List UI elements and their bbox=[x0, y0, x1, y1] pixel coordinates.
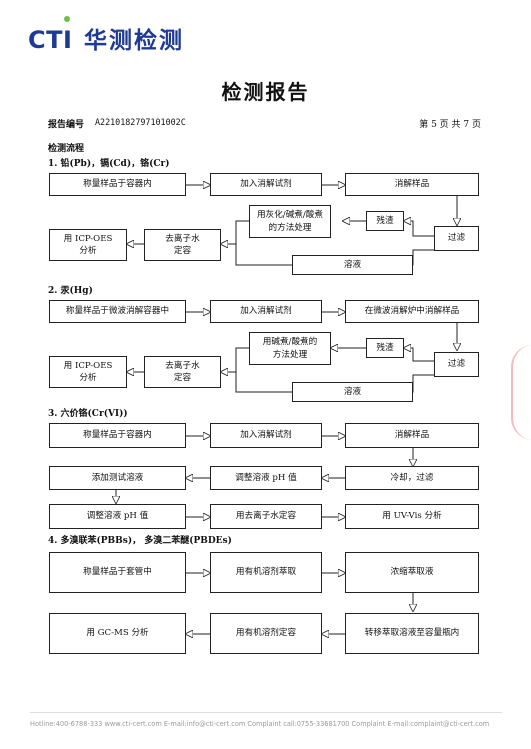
report-number: A2210182797101002C bbox=[95, 117, 186, 127]
process-heading: 检测流程 bbox=[48, 144, 85, 154]
s2-arrow-8 bbox=[235, 372, 292, 393]
s4-box-gc-ms-analysis: 用 GC-MS 分析 bbox=[49, 613, 186, 654]
s4-box-dilute-solvent: 用有机溶剂定容 bbox=[210, 613, 322, 654]
s2-box-residue: 残渣 bbox=[366, 338, 404, 358]
s4-box-transfer: 转移萃取溶液至容量瓶内 bbox=[345, 613, 479, 654]
s1-box-filter: 过滤 bbox=[434, 226, 479, 251]
seal-stamp-edge bbox=[511, 345, 531, 440]
s3-box-uv-vis-analysis: 用 UV-Vis 分析 bbox=[345, 504, 479, 529]
s2-box-filter: 过滤 bbox=[434, 352, 479, 377]
report-number-label: 报告编号 bbox=[48, 120, 85, 130]
s1-arrow-6 bbox=[221, 220, 249, 244]
s1-arrow-8 bbox=[235, 244, 292, 266]
logo-chinese-name: 华测检测 bbox=[84, 28, 184, 54]
s3-box-adjust-ph-1: 调整溶液 pH 值 bbox=[210, 466, 322, 490]
s3-box-add-reagent: 加入消解试剂 bbox=[210, 423, 322, 448]
s4-box-concentrate: 浓缩萃取液 bbox=[345, 552, 479, 593]
s2-box-solution: 溶液 bbox=[292, 382, 413, 402]
section-1-heading: 1. 铅(Pb)，镉(Cd)，铬(Cr) bbox=[48, 159, 170, 169]
s2-arrow-4 bbox=[404, 348, 434, 362]
s3-box-digest: 消解样品 bbox=[345, 423, 479, 448]
s2-box-weigh: 称量样品于微波消解容器中 bbox=[49, 300, 186, 323]
s1-box-solution: 溶液 bbox=[292, 255, 413, 275]
s1-box-dilute: 去离子水 定容 bbox=[144, 229, 221, 261]
footer-contact: Hotline:400-6788-333 www.cti-cert.com E-… bbox=[30, 720, 490, 728]
logo-text: CTI bbox=[28, 26, 73, 54]
s2-box-microwave-digest: 在微波消解炉中消解样品 bbox=[345, 300, 479, 323]
s2-box-dilute: 去离子水 定容 bbox=[144, 356, 221, 388]
s2-arrow-6 bbox=[221, 347, 249, 372]
footer-divider bbox=[30, 712, 502, 713]
page-title: 检测报告 bbox=[221, 80, 310, 104]
s3-box-cool-filter: 冷却，过滤 bbox=[345, 466, 479, 490]
section-3-heading: 3. 六价铬(Cr(VI)) bbox=[48, 409, 128, 419]
s1-box-icp-analysis: 用 ICP-OES 分析 bbox=[49, 229, 127, 261]
s2-box-add-reagent: 加入消解试剂 bbox=[210, 300, 322, 323]
s2-box-boil-treatment: 用碱煮/酸煮的 方法处理 bbox=[249, 332, 331, 365]
s3-box-weigh: 称量样品于容器内 bbox=[49, 423, 186, 448]
page-indicator: 第 5 页 共 7 页 bbox=[419, 120, 481, 130]
s1-arrow-4 bbox=[404, 221, 434, 237]
s1-box-ash-treatment: 用灰化/碱煮/酸煮 的方法处理 bbox=[249, 205, 331, 238]
section-2-heading: 2. 汞(Hg) bbox=[48, 286, 93, 296]
s2-box-icp-analysis: 用 ICP-OES 分析 bbox=[49, 356, 127, 388]
section-4-heading: 4. 多溴联苯(PBBs)， 多溴二苯醚(PBDEs) bbox=[48, 536, 232, 546]
s1-box-residue: 残渣 bbox=[366, 211, 404, 231]
s4-box-weigh: 称量样品于套管中 bbox=[49, 552, 186, 593]
s1-box-add-reagent: 加入消解试剂 bbox=[210, 173, 322, 196]
logo-dot-icon bbox=[64, 16, 70, 22]
s3-box-dilute: 用去离子水定容 bbox=[210, 504, 322, 529]
s4-box-extract: 用有机溶剂萃取 bbox=[210, 552, 322, 593]
s3-box-adjust-ph-2: 调整溶液 pH 值 bbox=[49, 504, 186, 529]
s3-box-add-test-solution: 添加测试溶液 bbox=[49, 466, 186, 490]
s1-box-weigh: 称量样品于容器内 bbox=[49, 173, 186, 196]
s1-box-digest: 消解样品 bbox=[345, 173, 479, 196]
